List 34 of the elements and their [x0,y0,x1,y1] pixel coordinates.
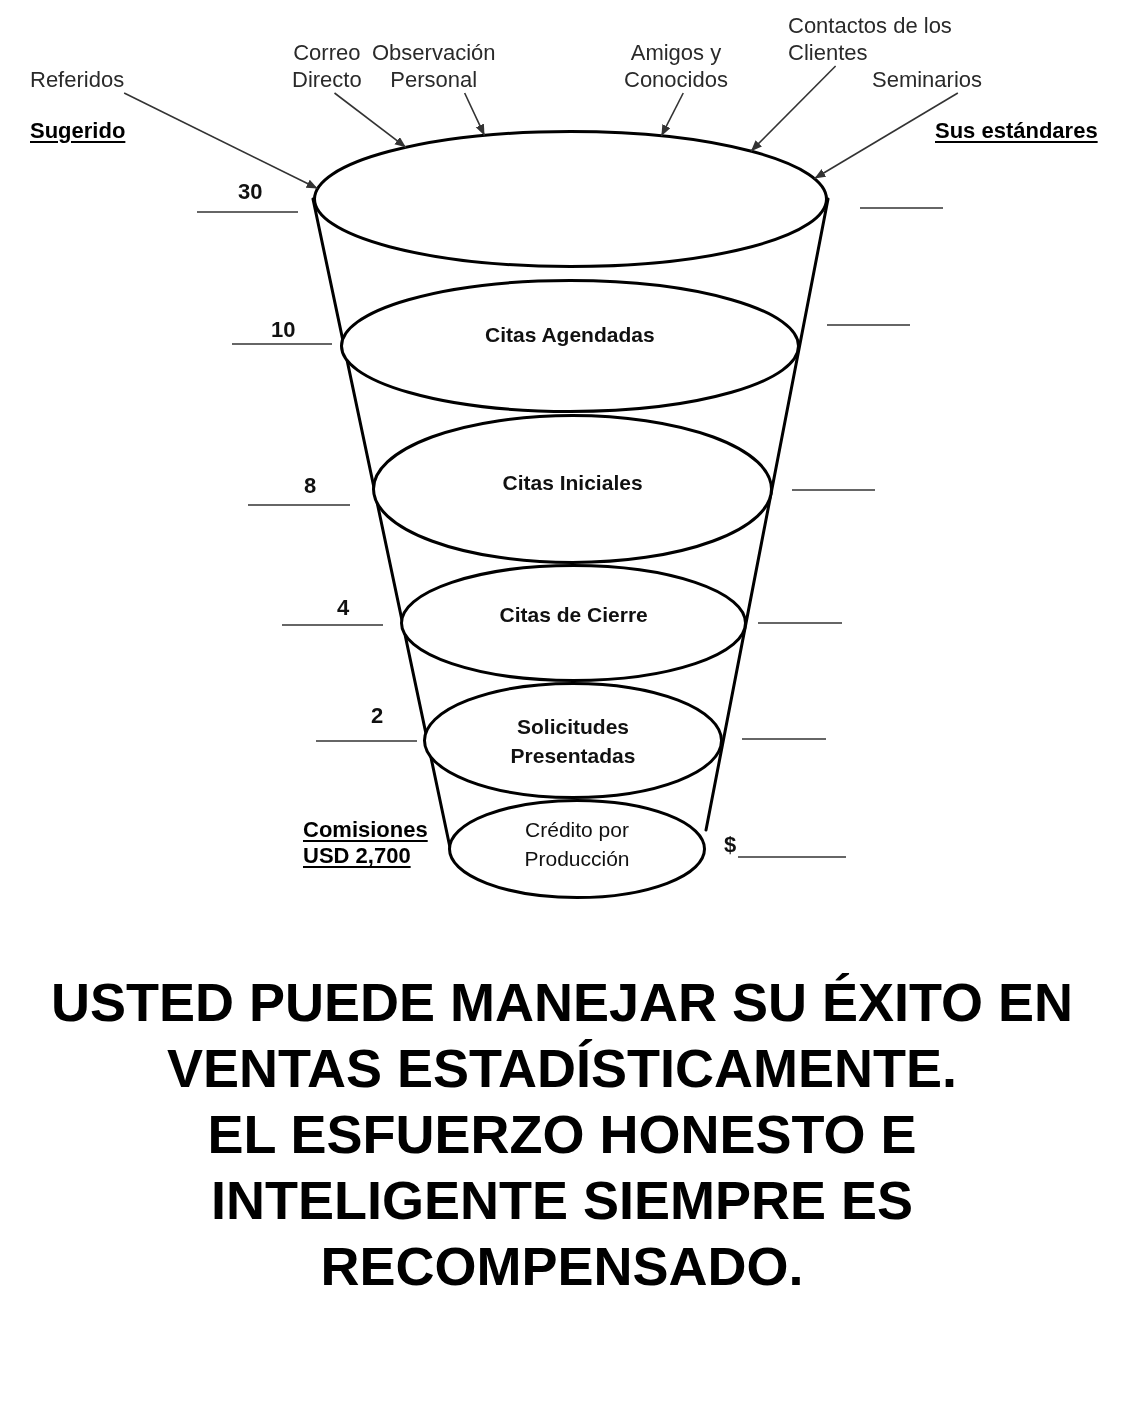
funnel-stage-ellipse [448,799,706,899]
arrow [333,92,407,149]
dollar-sign-label: $ [724,832,737,858]
stage-label: Crédito por Producción [523,817,631,872]
commission-label: Comisiones USD 2,700 [303,817,428,869]
stage-label: Citas de Cierre [499,601,648,628]
target-number: 4 [337,595,350,621]
source-label: Amigos y Conocidos [624,39,728,93]
funnel-stage-ellipse [372,414,773,564]
column-heading: Sus estándares [935,118,1098,144]
funnel-top-ellipse [313,130,828,268]
source-label: Contactos de los Clientes [788,12,958,66]
target-number: 10 [271,317,296,343]
target-number: 2 [371,703,384,729]
target-number: 8 [304,473,317,499]
arrow [660,92,685,137]
stage-label: Citas Iniciales [502,469,643,496]
source-label: Referidos [30,66,125,93]
source-label: Observación Personal [372,39,496,93]
funnel-stage-ellipse [400,564,747,682]
target-number: 30 [238,179,263,205]
funnel-stage-ellipse [423,682,723,799]
arrow [813,92,959,180]
caption-text: USTED PUEDE MANEJAR SU ÉXITO EN VENTAS ESTADÍSTICAMENTE. [49,971,1075,1100]
funnel-stage-ellipse [340,279,800,413]
stage-label: Citas Agendadas [485,321,655,348]
slogan-text: EL ESFUERZO HONESTO E INTELIGENTE SIEMPRE ES RECOMPENSADO. [206,1103,918,1298]
column-heading: Sugerido [30,118,126,144]
stage-label: Solicitudes Presentadas [509,713,637,769]
arrow [463,92,486,137]
source-label: Correo Directo [292,39,362,93]
arrow [123,92,319,190]
source-label: Seminarios [872,66,983,93]
arrow [750,65,837,152]
